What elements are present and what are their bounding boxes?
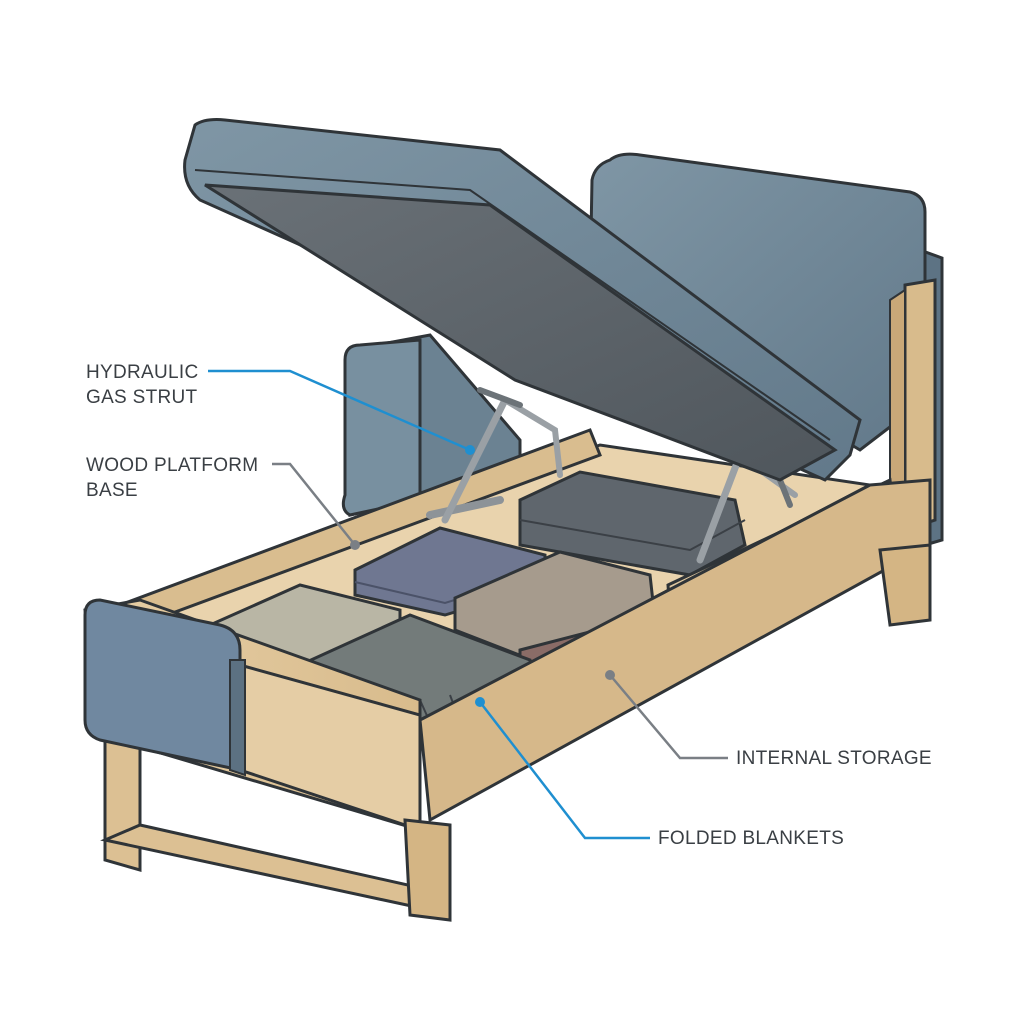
label-base-line2: BASE bbox=[86, 480, 138, 501]
right-back-frame bbox=[889, 278, 937, 537]
gas-strut-left bbox=[426, 387, 563, 524]
right-side-rail bbox=[418, 477, 932, 823]
label-base-line1: WOOD PLATFORM bbox=[86, 455, 259, 476]
leader-lines bbox=[208, 369, 728, 840]
front-leg-bottom-bar bbox=[100, 823, 432, 912]
front-arm-cushion bbox=[83, 598, 246, 777]
lid-underside bbox=[204, 183, 838, 482]
leader-hydraulic bbox=[208, 369, 471, 452]
front-leg-right bbox=[403, 818, 452, 922]
front-leg-left bbox=[103, 733, 142, 872]
label-hydraulic-line1: HYDRAULIC bbox=[86, 362, 199, 383]
leader-folded-blankets bbox=[479, 701, 650, 840]
back-leg-right bbox=[878, 543, 932, 627]
label-internal-storage: INTERNAL STORAGE bbox=[736, 748, 932, 769]
label-hydraulic-gas-strut: HYDRAULIC GAS STRUT bbox=[86, 360, 199, 410]
lifted-seat-lid bbox=[183, 118, 862, 482]
label-hydraulic-line2: GAS STRUT bbox=[86, 387, 198, 408]
label-wood-platform-base: WOOD PLATFORM BASE bbox=[86, 453, 258, 503]
leader-internal-storage bbox=[609, 674, 728, 760]
leader-wood-base bbox=[272, 462, 356, 546]
label-folded-blankets: FOLDED BLANKETS bbox=[658, 828, 845, 849]
